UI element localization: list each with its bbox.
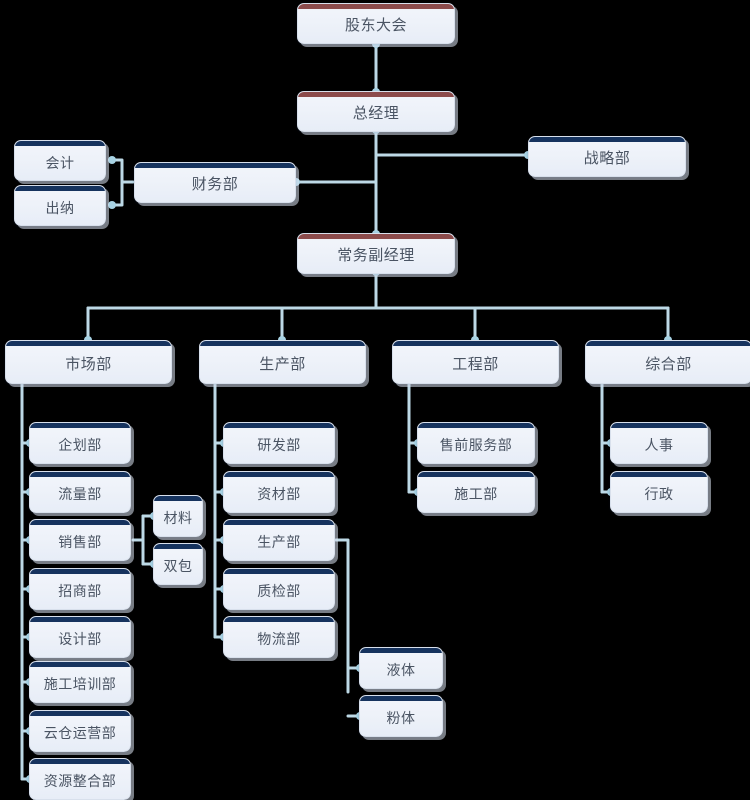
node-accent-bar [586, 341, 750, 346]
node-accent-bar [611, 423, 707, 428]
node-accent-bar [30, 711, 130, 716]
node-accent-bar [15, 186, 105, 191]
node-label: 招商部 [58, 583, 102, 599]
node-accent-bar [298, 92, 454, 97]
node-label: 研发部 [257, 437, 301, 453]
node-label: 常务副经理 [337, 247, 415, 264]
node-planning[interactable]: 企划部 [29, 422, 131, 464]
node-label: 云仓运营部 [43, 725, 117, 741]
node-accent-bar [135, 163, 295, 168]
node-accent-bar [224, 569, 334, 574]
node-label: 质检部 [257, 583, 301, 599]
node-logistics[interactable]: 物流部 [223, 616, 335, 658]
node-label: 生产部 [257, 534, 301, 550]
node-accent-bar [154, 496, 202, 501]
node-label: 销售部 [58, 534, 102, 550]
node-liquid[interactable]: 液体 [359, 647, 443, 689]
node-label: 施工培训部 [43, 676, 117, 692]
node-label: 行政 [644, 486, 674, 502]
node-hr[interactable]: 人事 [610, 422, 708, 464]
node-label: 企划部 [58, 437, 102, 453]
node-label: 施工部 [454, 486, 498, 502]
node-label: 人事 [644, 437, 674, 453]
node-accent-bar [6, 341, 171, 346]
node-quality-inspection[interactable]: 质检部 [223, 568, 335, 610]
node-accent-bar [529, 137, 685, 142]
node-accent-bar [200, 341, 365, 346]
node-accent-bar [360, 696, 442, 701]
node-label: 生产部 [259, 355, 306, 373]
node-label: 资材部 [257, 486, 301, 502]
node-resource-integration[interactable]: 资源整合部 [29, 758, 131, 800]
node-label: 总经理 [352, 105, 400, 122]
node-construction-training[interactable]: 施工培训部 [29, 661, 131, 703]
node-engineering-dept[interactable]: 工程部 [392, 340, 559, 384]
node-material[interactable]: 材料 [153, 495, 203, 537]
node-production-sub[interactable]: 生产部 [223, 519, 335, 561]
node-label: 双包 [163, 558, 193, 574]
node-strategy-dept[interactable]: 战略部 [528, 136, 686, 177]
node-accent-bar [418, 472, 534, 477]
node-label: 设计部 [58, 631, 102, 647]
node-accent-bar [224, 520, 334, 525]
node-accent-bar [611, 472, 707, 477]
node-accent-bar [418, 423, 534, 428]
node-double-package[interactable]: 双包 [153, 543, 203, 585]
node-traffic[interactable]: 流量部 [29, 471, 131, 513]
link-finance-to-children [110, 158, 124, 207]
node-cashier[interactable]: 出纳 [14, 185, 106, 226]
node-accent-bar [224, 423, 334, 428]
node-deputy-gm[interactable]: 常务副经理 [297, 233, 455, 274]
node-accent-bar [298, 234, 454, 239]
node-accent-bar [30, 423, 130, 428]
node-powder[interactable]: 粉体 [359, 695, 443, 737]
node-label: 会计 [45, 154, 75, 171]
node-accent-bar [360, 648, 442, 653]
node-finance-dept[interactable]: 财务部 [134, 162, 296, 203]
node-accent-bar [30, 617, 130, 622]
node-label: 出纳 [45, 199, 75, 216]
node-accent-bar [298, 4, 454, 9]
node-sales[interactable]: 销售部 [29, 519, 131, 561]
node-label: 财务部 [191, 176, 239, 193]
node-general-manager[interactable]: 总经理 [297, 91, 455, 132]
node-accent-bar [154, 544, 202, 549]
node-market-dept[interactable]: 市场部 [5, 340, 172, 384]
node-label: 粉体 [386, 710, 416, 726]
node-label: 物流部 [257, 631, 301, 647]
node-accent-bar [30, 520, 130, 525]
node-construction[interactable]: 施工部 [417, 471, 535, 513]
node-label: 售前服务部 [439, 437, 513, 453]
node-design[interactable]: 设计部 [29, 616, 131, 658]
node-label: 市场部 [65, 355, 112, 373]
node-investment[interactable]: 招商部 [29, 568, 131, 610]
node-accent-bar [224, 617, 334, 622]
node-label: 流量部 [58, 486, 102, 502]
node-rnd[interactable]: 研发部 [223, 422, 335, 464]
node-accent-bar [224, 472, 334, 477]
node-cloud-warehouse[interactable]: 云仓运营部 [29, 710, 131, 752]
node-accent-bar [393, 341, 558, 346]
node-accent-bar [15, 141, 105, 146]
node-accent-bar [30, 759, 130, 764]
node-production-dept[interactable]: 生产部 [199, 340, 366, 384]
node-general-affairs-dept[interactable]: 综合部 [585, 340, 750, 384]
node-accent-bar [30, 472, 130, 477]
node-label: 股东大会 [344, 17, 407, 34]
node-label: 战略部 [583, 150, 631, 167]
node-accent-bar [30, 569, 130, 574]
node-presales-service[interactable]: 售前服务部 [417, 422, 535, 464]
node-materials-dept[interactable]: 资材部 [223, 471, 335, 513]
node-label: 材料 [163, 510, 193, 526]
node-label: 资源整合部 [43, 773, 117, 789]
node-accent-bar [30, 662, 130, 667]
node-label: 综合部 [645, 355, 692, 373]
node-administration[interactable]: 行政 [610, 471, 708, 513]
node-label: 液体 [386, 662, 416, 678]
node-accounting[interactable]: 会计 [14, 140, 106, 181]
node-label: 工程部 [452, 355, 499, 373]
node-shareholders-meeting[interactable]: 股东大会 [297, 3, 455, 44]
link-production-sub-spine [334, 538, 350, 694]
